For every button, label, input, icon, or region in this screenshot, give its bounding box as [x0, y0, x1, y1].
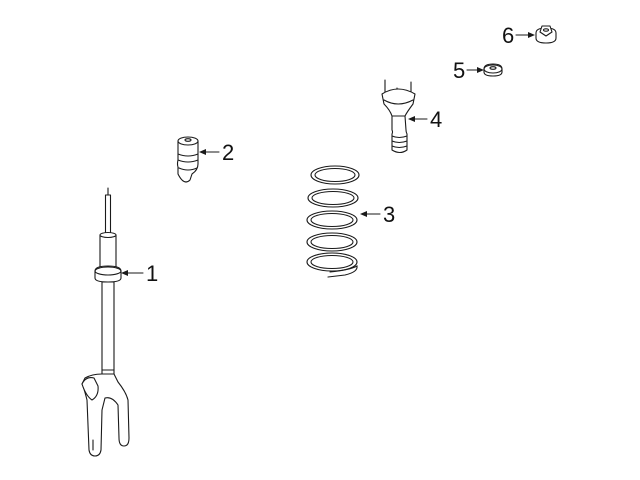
- callout-2: 2: [199, 140, 234, 165]
- part-4-upper-mount[interactable]: [381, 79, 416, 154]
- part-3-coil-spring[interactable]: [306, 165, 360, 278]
- svg-text:3: 3: [383, 202, 395, 227]
- callout-3: 3: [360, 202, 395, 227]
- part-6-nut[interactable]: [535, 25, 557, 44]
- svg-text:2: 2: [222, 140, 234, 165]
- svg-text:4: 4: [430, 107, 442, 132]
- callout-5: 5: [453, 58, 484, 83]
- callout-1: 1: [121, 261, 158, 286]
- svg-text:6: 6: [502, 23, 514, 48]
- part-5-washer[interactable]: [483, 63, 503, 77]
- svg-text:5: 5: [453, 58, 465, 83]
- callout-6: 6: [502, 23, 535, 48]
- callout-4: 4: [408, 107, 442, 132]
- part-2-bump-stop[interactable]: [176, 136, 199, 183]
- part-1-strut[interactable]: [81, 187, 130, 457]
- svg-text:1: 1: [146, 261, 158, 286]
